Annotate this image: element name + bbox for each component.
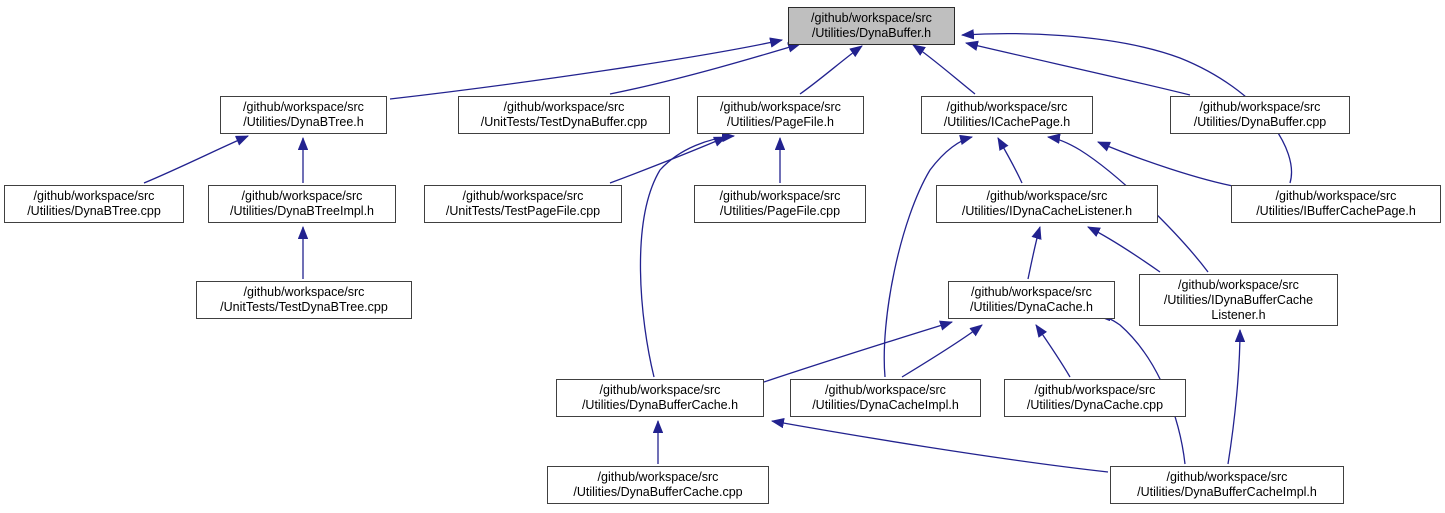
graph-edge [883,134,974,378]
node-label-line: /github/workspace/src [986,189,1108,203]
node-label-line: /github/workspace/src [462,189,584,203]
node-label-line: /github/workspace/src [243,100,364,114]
node-label-line: /Utilities/DynaCacheImpl.h [812,398,959,412]
node-label-line: /github/workspace/src [1199,100,1321,114]
graph-node-testdynabuffer-cpp[interactable]: /github/workspace/src/UnitTests/TestDyna… [458,96,670,134]
graph-edge [609,136,727,184]
graph-node-pagefile-h[interactable]: /github/workspace/src/Utilities/PageFile… [697,96,864,134]
graph-node-dynacacheimpl-h[interactable]: /github/workspace/src/Utilities/DynaCach… [790,379,981,417]
node-label-line: /Utilities/ICachePage.h [943,115,1071,129]
graph-edge [609,42,801,95]
node-label-line: /Utilities/IBufferCachePage.h [1256,204,1416,218]
graph-edge [143,135,249,184]
graph-node-dynacache-cpp[interactable]: /github/workspace/src/Utilities/DynaCach… [1004,379,1186,417]
graph-edge [799,45,863,95]
node-label-line: /github/workspace/src [1034,383,1156,397]
node-label-line: /UnitTests/TestDynaBTree.cpp [220,300,388,314]
graph-edge [912,44,976,95]
graph-node-testdynabtree-cpp[interactable]: /github/workspace/src/UnitTests/TestDyna… [196,281,412,319]
node-label-line: /Utilities/IDynaBufferCache [1163,292,1314,307]
graph-edge [1097,141,1239,188]
node-label-line: /github/workspace/src [1275,189,1397,203]
graph-node-dynacache-h[interactable]: /github/workspace/src/Utilities/DynaCach… [948,281,1115,319]
graph-edge [901,324,983,378]
graph-node-dynabuffercache-h[interactable]: /github/workspace/src/Utilities/DynaBuff… [556,379,764,417]
graph-node-dynabuffer-h[interactable]: /github/workspace/src/Utilities/DynaBuff… [788,7,955,45]
node-label-line: /Utilities/IDynaCacheListener.h [961,204,1133,218]
graph-node-dynabuffer-cpp[interactable]: /github/workspace/src/Utilities/DynaBuff… [1170,96,1350,134]
node-label-line: /github/workspace/src [1178,277,1299,292]
graph-edge [964,40,1191,96]
graph-edge [389,37,784,100]
node-label-line: /github/workspace/src [33,189,155,203]
node-label-line: /github/workspace/src [599,383,721,397]
node-label-line: /Utilities/PageFile.h [727,115,834,129]
node-label-line: /github/workspace/src [243,285,365,299]
node-label-line: /Utilities/DynaBTree.cpp [27,204,161,218]
graph-node-dynabtreeimpl-h[interactable]: /github/workspace/src/Utilities/DynaBTre… [208,185,396,223]
node-label-line: /github/workspace/src [825,383,946,397]
node-label-line: /github/workspace/src [1166,470,1288,484]
graph-edge [1027,226,1042,280]
graph-node-dynabuffercache-cpp[interactable]: /github/workspace/src/Utilities/DynaBuff… [547,466,769,504]
graph-node-dynabuffercacheimpl-h[interactable]: /github/workspace/src/Utilities/DynaBuff… [1110,466,1344,504]
graph-node-pagefile-cpp[interactable]: /github/workspace/src/Utilities/PageFile… [694,185,866,223]
graph-node-idynacachelistener-h[interactable]: /github/workspace/src/Utilities/IDynaCac… [936,185,1158,223]
node-label-line: /UnitTests/TestPageFile.cpp [445,204,601,218]
graph-edge [1227,328,1246,465]
graph-edge [997,137,1023,184]
graph-node-icachepage-h[interactable]: /github/workspace/src/Utilities/ICachePa… [921,96,1093,134]
node-label-line: /Utilities/DynaBuffer.cpp [1193,115,1327,129]
node-label-line: /Utilities/DynaBufferCache.h [581,398,739,412]
node-label-line: /Utilities/PageFile.cpp [719,204,841,218]
node-label-line: Listener.h [1211,307,1266,322]
graph-node-idynabuffercachelistener-h[interactable]: /github/workspace/src/Utilities/IDynaBuf… [1139,274,1338,326]
node-label-line: /Utilities/DynaCache.h [970,300,1093,314]
graph-node-dynabtree-cpp[interactable]: /github/workspace/src/Utilities/DynaBTre… [4,185,184,223]
graph-node-testpagefile-cpp[interactable]: /github/workspace/src/UnitTests/TestPage… [424,185,622,223]
graph-edge [1035,324,1071,378]
graph-edge [770,417,1109,473]
node-label-line: /github/workspace/src [971,285,1092,299]
node-label-line: /Utilities/DynaCache.cpp [1026,398,1164,412]
node-label-line: /Utilities/DynaBuffer.h [811,26,932,40]
node-label-line: /github/workspace/src [597,470,719,484]
node-label-line: /Utilities/DynaBTreeImpl.h [229,204,375,218]
node-label-line: /github/workspace/src [811,11,932,25]
node-label-line: /Utilities/DynaBufferCache.cpp [573,485,743,499]
node-label-line: /github/workspace/src [720,100,841,114]
graph-node-dynabtree-h[interactable]: /github/workspace/src/Utilities/DynaBTre… [220,96,387,134]
graph-node-ibuffercachepage-h[interactable]: /github/workspace/src/Utilities/IBufferC… [1231,185,1441,223]
graph-edge [1087,226,1161,273]
graph-edge [639,131,736,378]
node-label-line: /github/workspace/src [241,189,363,203]
node-label-line: /Utilities/DynaBTree.h [243,115,364,129]
node-label-line: /github/workspace/src [503,100,625,114]
node-label-line: /github/workspace/src [946,100,1068,114]
graph-edge [763,320,953,383]
node-label-line: /github/workspace/src [719,189,841,203]
node-label-line: /Utilities/DynaBufferCacheImpl.h [1137,485,1317,499]
node-label-line: /UnitTests/TestDynaBuffer.cpp [480,115,648,129]
